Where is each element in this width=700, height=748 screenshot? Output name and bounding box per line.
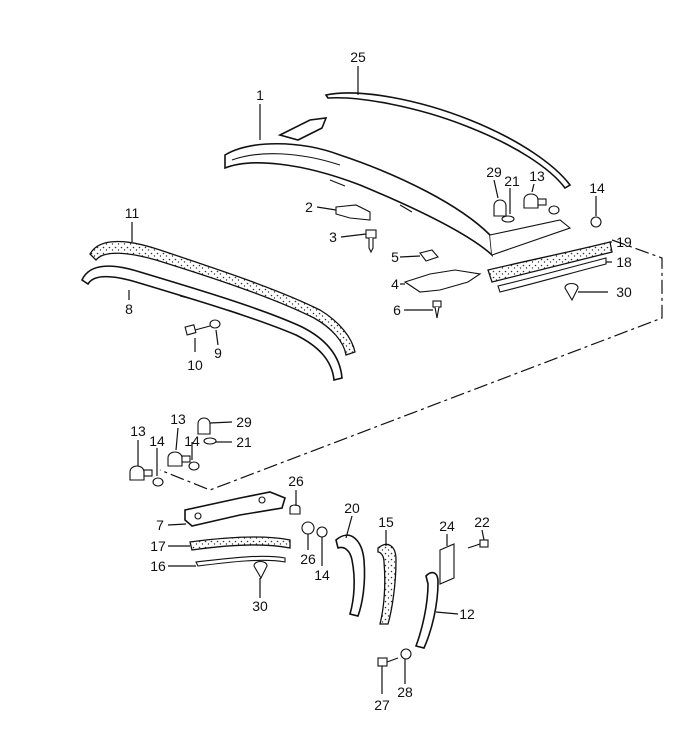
label-16: 16 — [150, 558, 166, 574]
part-17-seal-lower — [189, 536, 291, 551]
label-11: 11 — [125, 205, 140, 221]
part-13-bolt-upper — [523, 193, 547, 209]
label-7: 7 — [156, 517, 164, 533]
part-4-bracket — [403, 269, 482, 293]
part-18-strip-right — [497, 257, 607, 293]
label-6: 6 — [393, 302, 401, 318]
part-14-washer-upper-b — [590, 216, 602, 228]
label-13-upper: 13 — [529, 168, 545, 184]
part-8-rail-left — [80, 265, 343, 382]
label-19: 19 — [616, 234, 632, 250]
part-29-cap-nut-upper — [493, 199, 507, 217]
part-21-washer-upper — [501, 215, 515, 223]
label-9: 9 — [214, 345, 222, 361]
part-27-screw — [377, 657, 399, 667]
part-12-strip — [414, 571, 439, 649]
part-14-washer-lower-a — [152, 477, 164, 487]
label-4: 4 — [391, 276, 399, 292]
part-26-nut-lower — [301, 521, 315, 535]
part-labels: 25 1 2 3 29 21 13 14 5 4 6 19 18 30 11 8… — [125, 49, 632, 713]
label-26-lower: 26 — [300, 551, 316, 567]
part-1-roof-panel — [224, 117, 572, 257]
label-14-upper: 14 — [589, 180, 605, 196]
section-divider — [159, 239, 663, 491]
part-21-washer-lower — [203, 437, 217, 445]
part-14-washer-upper-a — [548, 205, 560, 215]
part-11-seal-left — [89, 240, 356, 356]
label-14-lower-a: 14 — [149, 433, 165, 449]
part-5-clip — [419, 249, 439, 262]
label-30-upper: 30 — [616, 284, 632, 300]
label-22: 22 — [474, 514, 490, 530]
part-14-washer-lower-c — [316, 526, 328, 538]
part-2-clip — [335, 204, 371, 221]
part-15-seal — [377, 543, 397, 625]
label-27: 27 — [374, 697, 390, 713]
part-7-bracket — [184, 491, 286, 527]
label-30-lower: 30 — [252, 598, 268, 614]
label-14-lower-c: 14 — [314, 567, 330, 583]
label-12: 12 — [459, 606, 475, 622]
label-18: 18 — [616, 254, 632, 270]
part-19-seal-right — [487, 241, 613, 283]
part-9-washer — [209, 319, 221, 329]
label-21-upper: 21 — [504, 173, 520, 189]
label-29-lower: 29 — [236, 414, 252, 430]
label-21-lower: 21 — [236, 434, 252, 450]
label-17: 17 — [150, 538, 166, 554]
part-22-screw — [467, 539, 489, 549]
label-10: 10 — [187, 357, 203, 373]
label-1: 1 — [256, 87, 264, 103]
label-3: 3 — [329, 229, 337, 245]
label-13-lower-b: 13 — [170, 411, 186, 427]
part-3-screw — [365, 229, 377, 254]
part-26-nut-upper — [289, 504, 301, 515]
part-28-washer — [400, 648, 412, 660]
label-24: 24 — [439, 518, 455, 534]
label-20: 20 — [344, 500, 360, 516]
label-15: 15 — [378, 514, 394, 530]
part-14-washer-lower-b — [188, 461, 200, 471]
part-24-plate — [439, 543, 455, 585]
part-16-strip-lower — [195, 555, 286, 567]
label-28: 28 — [397, 684, 413, 700]
label-5: 5 — [391, 249, 399, 265]
label-26-upper: 26 — [288, 473, 304, 489]
label-25: 25 — [350, 49, 366, 65]
label-2: 2 — [305, 199, 313, 215]
part-29-cap-nut-lower — [197, 417, 211, 435]
leader-lines — [128, 66, 612, 694]
label-8: 8 — [125, 301, 133, 317]
part-20-panel — [335, 534, 366, 617]
part-30-screw-lower — [253, 560, 268, 580]
part-13-bolt-lower-b — [167, 451, 191, 467]
part-10-screw — [184, 324, 211, 336]
label-13-lower-a: 13 — [130, 423, 146, 439]
part-13-bolt-lower-a — [129, 465, 153, 481]
label-14-lower-b: 14 — [184, 433, 200, 449]
part-25-roof-strip — [324, 92, 572, 190]
part-8-rail-detail — [179, 295, 241, 315]
part-30-screw-right — [564, 282, 579, 302]
part-6-screw — [432, 300, 442, 319]
label-29-upper: 29 — [486, 164, 502, 180]
